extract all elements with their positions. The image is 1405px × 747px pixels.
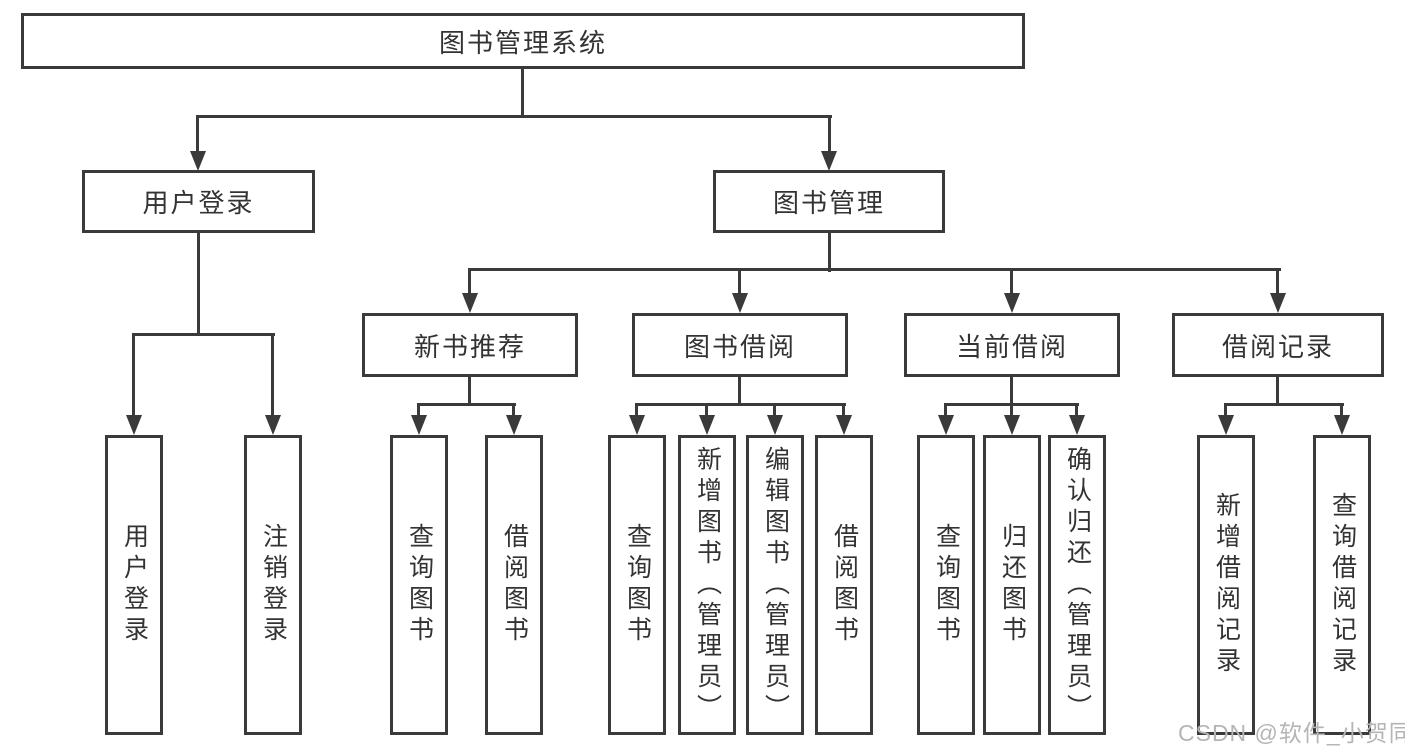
connector-line — [1276, 268, 1279, 297]
connector-line — [196, 115, 832, 118]
arrow-down-icon — [1004, 415, 1020, 435]
node-logout-leaf: 注销登录 — [244, 435, 302, 735]
arrow-down-icon — [126, 415, 142, 435]
connector-line — [132, 333, 135, 419]
node-book-management: 图书管理 — [713, 170, 945, 233]
connector-line — [635, 403, 846, 406]
watermark-text: CSDN @软件_小贺同学 — [1178, 720, 1405, 746]
node-user-login: 用户登录 — [82, 170, 315, 233]
node-add-book-admin: 新增图书（管理员） — [678, 435, 736, 735]
arrow-down-icon — [938, 415, 954, 435]
connector-line — [521, 67, 524, 118]
connector-line — [738, 268, 741, 297]
node-user-login-leaf: 用户登录 — [105, 435, 163, 735]
arrow-down-icon — [506, 415, 522, 435]
connector-line — [1224, 403, 1344, 406]
connector-line — [271, 333, 274, 419]
node-library-management-system: 图书管理系统 — [21, 13, 1025, 69]
connector-line — [1340, 403, 1343, 419]
node-query-books-recommend: 查询图书 — [390, 435, 448, 735]
connector-line — [1010, 268, 1013, 297]
connector-line — [196, 115, 199, 154]
connector-line — [468, 268, 471, 297]
arrow-down-icon — [411, 415, 427, 435]
connector-line — [417, 403, 516, 406]
arrow-down-icon — [821, 151, 837, 171]
connector-line — [132, 333, 275, 336]
node-query-borrow-record: 查询借阅记录 — [1313, 435, 1371, 735]
connector-line — [773, 403, 776, 419]
arrow-down-icon — [1069, 415, 1085, 435]
arrow-down-icon — [1218, 415, 1234, 435]
arrow-down-icon — [732, 293, 748, 313]
node-borrowing-records: 借阅记录 — [1172, 313, 1384, 377]
arrow-down-icon — [462, 293, 478, 313]
arrow-down-icon — [699, 415, 715, 435]
node-return-books: 归还图书 — [983, 435, 1041, 735]
connector-line — [738, 377, 741, 406]
node-add-borrow-record: 新增借阅记录 — [1197, 435, 1255, 735]
connector-line — [1010, 377, 1013, 406]
connector-line — [197, 233, 200, 336]
arrow-down-icon — [1334, 415, 1350, 435]
node-query-books-borrowing: 查询图书 — [608, 435, 666, 735]
connector-line — [1010, 403, 1013, 419]
node-new-book-recommendation: 新书推荐 — [362, 313, 578, 377]
node-confirm-return-admin: 确认归还（管理员） — [1048, 435, 1106, 735]
connector-line — [635, 403, 638, 419]
connector-line — [828, 115, 831, 154]
node-current-borrowing: 当前借阅 — [904, 313, 1120, 377]
connector-line — [944, 403, 947, 419]
node-borrow-books-recommend: 借阅图书 — [485, 435, 543, 735]
connector-line — [1276, 377, 1279, 406]
arrow-down-icon — [265, 415, 281, 435]
arrow-down-icon — [1270, 293, 1286, 313]
connector-line — [417, 403, 420, 419]
node-edit-book-admin: 编辑图书（管理员） — [746, 435, 804, 735]
connector-line — [468, 268, 1281, 271]
node-borrow-books-borrowing: 借阅图书 — [815, 435, 873, 735]
connector-line — [842, 403, 845, 419]
connector-line — [1224, 403, 1227, 419]
connector-line — [512, 403, 515, 419]
connector-line — [468, 377, 471, 406]
arrow-down-icon — [836, 415, 852, 435]
arrow-down-icon — [190, 151, 206, 171]
connector-line — [1075, 403, 1078, 419]
arrow-down-icon — [767, 415, 783, 435]
arrow-down-icon — [629, 415, 645, 435]
connector-line — [705, 403, 708, 419]
node-book-borrowing: 图书借阅 — [632, 313, 848, 377]
arrow-down-icon — [1004, 293, 1020, 313]
connector-line — [828, 233, 831, 272]
node-query-books-current: 查询图书 — [917, 435, 975, 735]
